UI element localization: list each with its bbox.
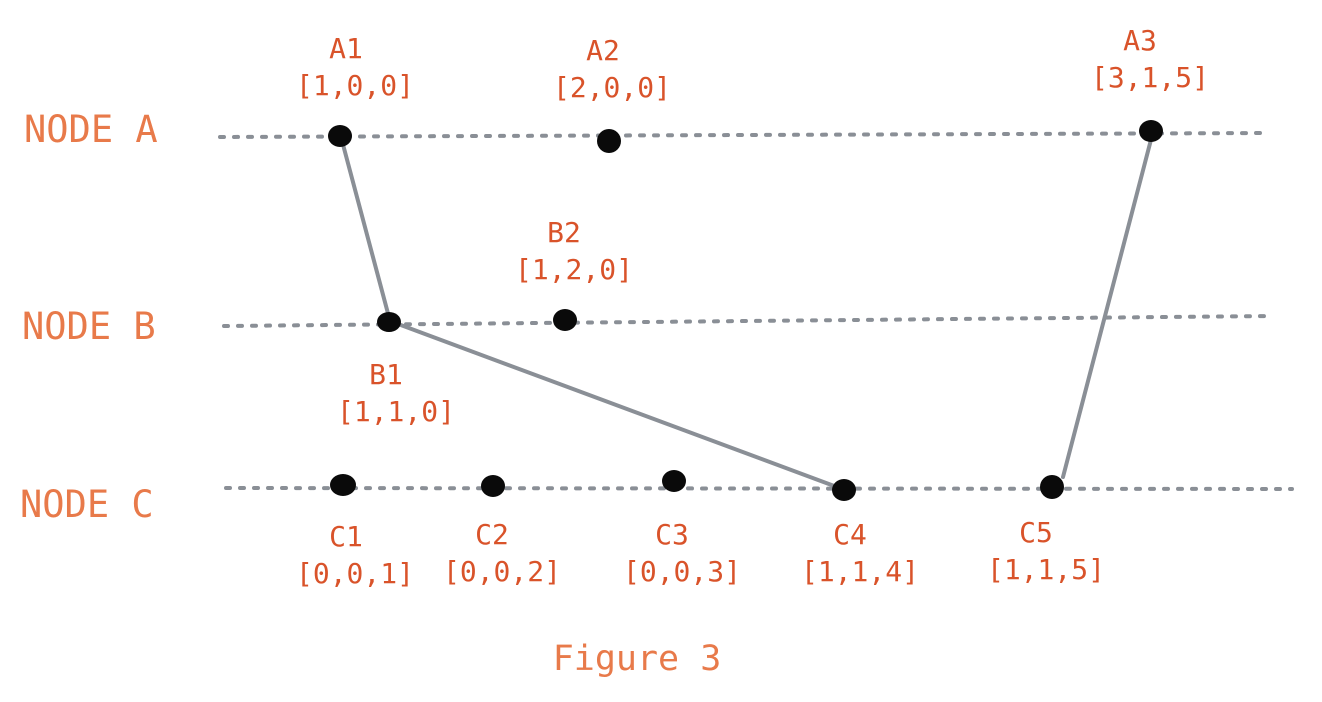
event-c1-clock: [0,0,1] bbox=[296, 557, 414, 590]
node-c-timeline bbox=[224, 486, 1294, 491]
node-a-label: NODE A bbox=[24, 108, 158, 151]
event-a3-clock: [3,1,5] bbox=[1091, 61, 1209, 94]
event-c5-clock: [1,1,5] bbox=[987, 553, 1105, 586]
event-c3-dot bbox=[662, 470, 686, 492]
node-b-label: NODE B bbox=[22, 305, 156, 348]
event-b2-dot bbox=[553, 309, 577, 331]
figure-caption: Figure 3 bbox=[553, 639, 722, 679]
event-a2-name: A2 bbox=[586, 34, 620, 67]
event-c2-clock: [0,0,2] bbox=[443, 555, 561, 588]
event-a2-clock: [2,0,0] bbox=[553, 71, 671, 104]
event-c5-name: C5 bbox=[1019, 516, 1053, 549]
node-b-timeline bbox=[222, 314, 1274, 328]
message-c5-to-a3 bbox=[1061, 130, 1155, 479]
event-a1-dot bbox=[328, 125, 352, 147]
event-c5-dot bbox=[1040, 475, 1064, 499]
event-a3-dot bbox=[1139, 120, 1163, 142]
message-b1-to-c4 bbox=[388, 319, 847, 492]
event-c2-name: C2 bbox=[475, 518, 509, 551]
node-a-timeline bbox=[218, 131, 1270, 139]
node-c-label: NODE C bbox=[20, 483, 154, 526]
event-a3-name: A3 bbox=[1123, 24, 1157, 57]
event-b1-clock: [1,1,0] bbox=[337, 395, 455, 428]
event-c1-name: C1 bbox=[329, 520, 363, 553]
event-c4-clock: [1,1,4] bbox=[801, 555, 919, 588]
message-a1-to-b1 bbox=[339, 135, 392, 323]
event-b2-clock: [1,2,0] bbox=[515, 253, 633, 286]
event-b1-dot bbox=[377, 312, 401, 332]
event-b2-name: B2 bbox=[547, 216, 581, 249]
event-a2-dot bbox=[597, 129, 621, 153]
event-c4-name: C4 bbox=[833, 518, 867, 551]
event-c3-name: C3 bbox=[655, 518, 689, 551]
event-c3-clock: [0,0,3] bbox=[623, 555, 741, 588]
event-c4-dot bbox=[832, 479, 856, 501]
event-a1-clock: [1,0,0] bbox=[296, 69, 414, 102]
event-c2-dot bbox=[481, 475, 505, 497]
event-b1-name: B1 bbox=[369, 358, 403, 391]
event-c1-dot bbox=[330, 474, 356, 496]
event-a1-name: A1 bbox=[329, 32, 363, 65]
